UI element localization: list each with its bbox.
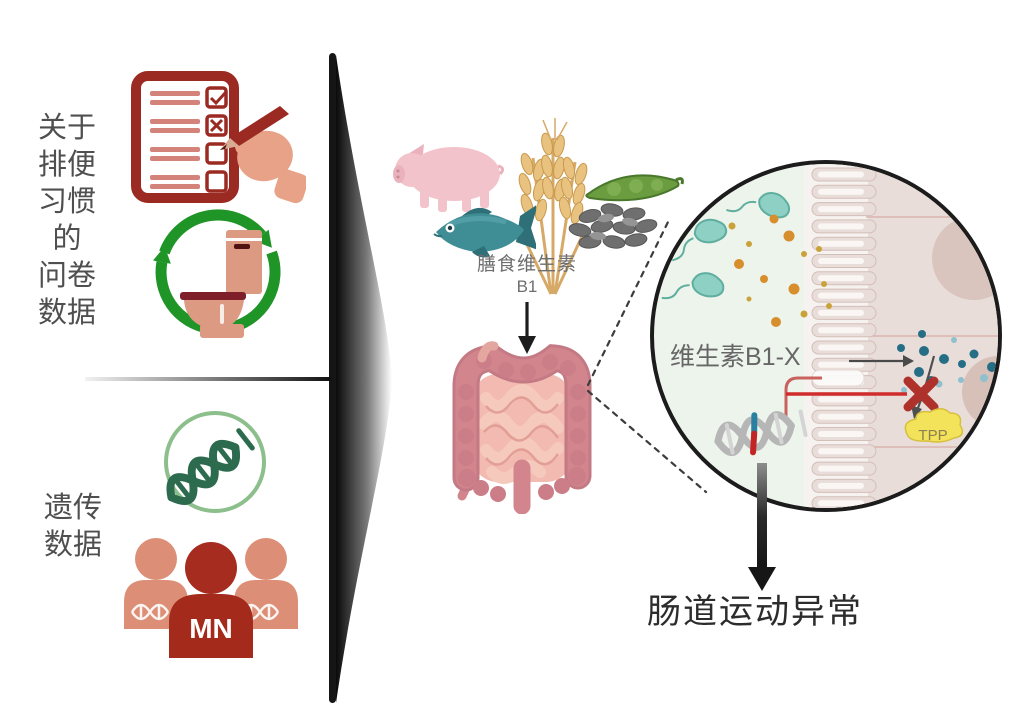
questionnaire-label-line: 数据: [37, 297, 96, 329]
divider-line: [329, 53, 336, 703]
dna-circle-icon: [164, 411, 266, 513]
toilet-icon: [180, 230, 262, 338]
wheat-icon: [518, 118, 588, 295]
questionnaire-label-line: 的: [52, 223, 82, 255]
down-arrow-small-icon: [518, 302, 536, 354]
dietary-vitamin-label-line1: 膳食维生素: [476, 254, 577, 275]
horizontal-divider: [85, 377, 332, 381]
magnifier-connector-lines: [586, 220, 708, 494]
fish-icon: [433, 205, 536, 258]
outcome-arrow-icon: [748, 463, 776, 591]
genetic-data-label: 遗传 数据: [32, 490, 114, 564]
magnifier-content: 维生素B1-X: [660, 164, 998, 508]
genetic-data-label-line: 遗传: [43, 492, 102, 524]
dietary-vitamin-label-line2: B1: [516, 277, 538, 296]
outcome-label: 肠道运动异常: [647, 593, 863, 631]
questionnaire-label-line: 排便: [37, 149, 96, 181]
funnel-gradient: [336, 55, 392, 703]
questionnaire-label: 关于 排便 习惯 的 问卷 数据: [26, 110, 108, 332]
dietary-vitamin-label: 膳食维生素 B1: [452, 254, 602, 298]
block-x-icon: [903, 376, 939, 412]
checklist-questionnaire-icon: [131, 71, 306, 204]
questionnaire-label-line: 习惯: [37, 186, 96, 218]
questionnaire-label-line: 关于: [37, 112, 96, 144]
pig-icon: [393, 144, 504, 212]
tpp-label: TPP: [918, 427, 947, 444]
people-group-icon: MN: [124, 538, 298, 658]
genetic-block-path: [784, 376, 907, 422]
intestine-icon: [452, 341, 592, 514]
questionnaire-label-line: 问卷: [37, 260, 96, 292]
conversion-arrowhead: [911, 405, 922, 419]
magnifier-circle: 维生素B1-X: [650, 160, 1002, 512]
absorption-arrow-icon: [849, 355, 914, 367]
pen-hand-icon: [220, 106, 306, 204]
people-badge-text: MN: [189, 613, 233, 644]
toilet-recycle-icon: [153, 209, 281, 338]
vitamin-b1x-label: 维生素B1-X: [670, 343, 801, 371]
tpp-blob-icon: TPP: [904, 408, 964, 444]
genetic-data-label-line: 数据: [43, 529, 102, 561]
person-center: MN: [169, 542, 253, 658]
seeds-icon: [568, 203, 658, 249]
bean-pod-icon: [585, 174, 684, 202]
vitamin-b1-dots: [728, 214, 832, 327]
dna-variant-icon: [714, 409, 808, 456]
